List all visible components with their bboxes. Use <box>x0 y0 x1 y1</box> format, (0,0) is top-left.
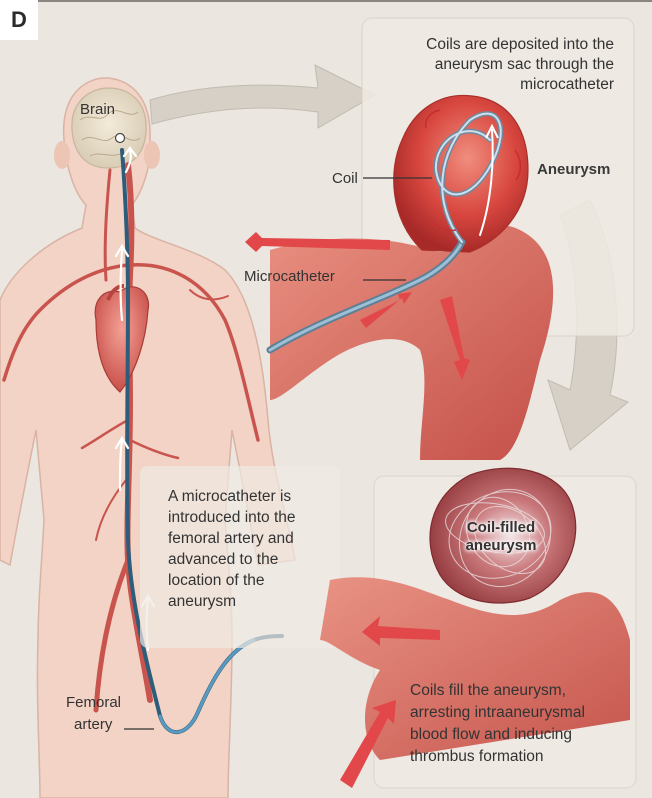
brain-illustration <box>71 87 147 169</box>
middle-note-box <box>140 466 340 648</box>
heart-illustration <box>94 284 150 393</box>
panel-letter: D <box>0 0 38 40</box>
microcatheter-label: Microcatheter <box>244 268 335 285</box>
top-note-line: aneurysm sac through the <box>434 56 614 73</box>
top-note: Coils are deposited into the aneurysm sa… <box>426 35 614 95</box>
middle-note-line: A microcatheter is <box>168 488 292 505</box>
aneurysm-label: Aneurysm <box>537 161 611 178</box>
middle-note-line: advanced to the <box>168 551 279 568</box>
top-aneurysm-inset <box>245 17 635 460</box>
bottom-note-line: Coils fill the aneurysm, <box>410 682 566 699</box>
femoral-artery-label-2: artery <box>74 716 112 735</box>
middle-note-line: aneurysm <box>168 593 237 610</box>
middle-note-line: location of the <box>168 572 265 589</box>
coil-filled-label-line2: aneurysm <box>465 537 537 554</box>
bottom-note-line: arresting intraaneurysmal <box>410 704 585 721</box>
top-note-line: Coils are deposited into the <box>426 36 614 53</box>
brain-label: Brain <box>80 101 116 118</box>
microcatheter-path <box>120 148 284 735</box>
coil-filled-aneurysm-label: Coil-filled aneurysm <box>458 519 544 555</box>
middle-note-line: introduced into the <box>168 509 296 526</box>
coil-filled-label-line1: Coil-filled <box>466 519 536 536</box>
top-note-line: microcatheter <box>520 76 614 93</box>
middle-note-line: femoral artery and <box>168 530 294 547</box>
bottom-note: Coils fill the aneurysm, arresting intra… <box>410 680 585 768</box>
femoral-artery-label-line2: artery <box>74 716 113 733</box>
femoral-artery-label: Femoral <box>66 694 121 713</box>
bottom-note-line: blood flow and inducing <box>410 726 573 743</box>
middle-note: A microcatheter is introduced into the f… <box>168 486 296 612</box>
coil-label: Coil <box>332 170 358 187</box>
bottom-note-line: thrombus formation <box>410 748 544 765</box>
bottom-coil-filled-inset <box>320 467 637 789</box>
femoral-artery-label-line1: Femoral <box>66 694 122 711</box>
